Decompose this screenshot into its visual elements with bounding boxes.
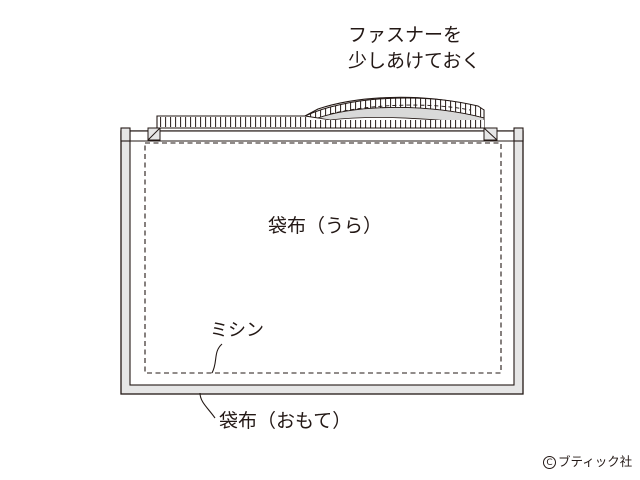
publisher-name: ブティック社 bbox=[558, 454, 633, 470]
zipper-label-line2: 少しあけておく bbox=[348, 50, 481, 72]
zipper-label-line1: ファスナーを bbox=[348, 24, 463, 46]
stitch-line bbox=[144, 142, 502, 374]
stitch-leader-line bbox=[211, 343, 223, 374]
bag-front-fabric bbox=[120, 127, 524, 395]
bag-back-label: 袋布（うら） bbox=[268, 215, 383, 237]
bag-front-label: 袋布（おもて） bbox=[219, 410, 352, 432]
copyright-icon: C bbox=[543, 456, 556, 469]
front-leader-line bbox=[199, 392, 216, 419]
zipper bbox=[147, 96, 498, 141]
stitch-label: ミシン bbox=[210, 320, 264, 341]
copyright-notice: C ブティック社 bbox=[543, 456, 632, 469]
